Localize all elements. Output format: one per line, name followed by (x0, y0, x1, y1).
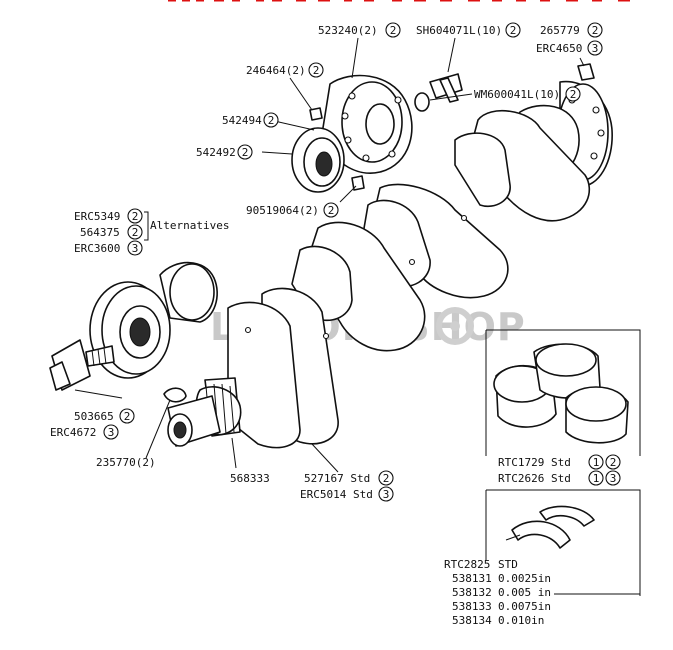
svg-text:3: 3 (383, 488, 390, 501)
svg-text:2: 2 (124, 410, 131, 423)
thrust-std-code: RTC2825 (444, 558, 490, 571)
plug-265779 (577, 63, 595, 81)
thrust-row-size: 0.010in (498, 614, 544, 627)
label-90519064: 90519064(2) (246, 204, 319, 217)
badge-sh604071l: 2 (505, 22, 521, 38)
svg-text:2: 2 (610, 456, 617, 469)
label-erc5349: ERC5349 (74, 210, 120, 223)
thrust-washers-box (485, 489, 641, 596)
gear-icon (436, 307, 474, 345)
thrust-row-size: 0.0025in (498, 572, 551, 585)
label-542492: 542492 (196, 146, 236, 159)
badge-erc5349: 2 (127, 208, 143, 224)
svg-text:3: 3 (610, 472, 617, 485)
label-erc5014: ERC5014 Std (300, 488, 373, 501)
badge-wm600041l: 2 (565, 86, 581, 102)
label-wm600041l: WM600041L(10) (474, 88, 560, 101)
svg-text:3: 3 (132, 242, 139, 255)
label-265779: 265779 (540, 24, 580, 37)
badge-503665: 2 (119, 408, 135, 424)
badge-564375: 2 (127, 224, 143, 240)
thrust-std-label: STD (498, 558, 518, 571)
svg-text:2: 2 (242, 146, 249, 159)
badge-erc5014: 3 (378, 486, 394, 502)
svg-text:2: 2 (390, 24, 397, 37)
badge-rtc2626-a: 1 (588, 470, 604, 486)
label-235770: 235770(2) (96, 456, 156, 469)
label-alternatives: Alternatives (150, 219, 229, 232)
label-527167: 527167 Std (304, 472, 370, 485)
badge-rtc2626-b: 3 (605, 470, 621, 486)
svg-text:3: 3 (108, 426, 115, 439)
badge-523240: 2 (385, 22, 401, 38)
thrust-row-size: 0.0075in (498, 600, 551, 613)
label-564375: 564375 (80, 226, 120, 239)
svg-text:2: 2 (383, 472, 390, 485)
badge-erc4672: 3 (103, 424, 119, 440)
svg-text:2: 2 (510, 24, 517, 37)
svg-text:2: 2 (132, 226, 139, 239)
circled-badges: 2 2 2 3 2 2 2 2 2 2 2 3 2 3 2 3 1 2 1 3 (103, 22, 621, 502)
label-246464: 246464(2) (246, 64, 306, 77)
badge-542494: 2 (263, 112, 279, 128)
label-erc3600: ERC3600 (74, 242, 120, 255)
thrust-row-code: 538132 (452, 586, 492, 599)
starter-dog-bolt (49, 339, 115, 391)
label-sh604071l: SH604071L(10) (416, 24, 502, 37)
label-erc4672: ERC4672 (50, 426, 96, 439)
washer-wm600041l (414, 92, 430, 112)
svg-text:3: 3 (592, 42, 599, 55)
badge-265779: 2 (587, 22, 603, 38)
woodruff-key (163, 387, 187, 403)
thrust-row-code: 538131 (452, 572, 492, 585)
badge-erc4650: 3 (587, 40, 603, 56)
badge-527167: 2 (378, 470, 394, 486)
svg-text:2: 2 (132, 210, 139, 223)
svg-text:2: 2 (328, 204, 335, 217)
badge-542492: 2 (237, 144, 253, 160)
badge-rtc1729-b: 2 (605, 454, 621, 470)
label-rtc2626: RTC2626 Std (498, 472, 571, 485)
label-rtc1729: RTC1729 Std (498, 456, 571, 469)
thrust-row-size: 0.005 in (498, 586, 551, 599)
bolt-sh604071l (429, 73, 463, 103)
badge-rtc1729-a: 1 (588, 454, 604, 470)
main-bearings-box (485, 329, 641, 456)
svg-text:2: 2 (570, 88, 577, 101)
callout-labels: 523240(2) SH604071L(10) 265779 ERC4650 W… (50, 24, 640, 627)
badge-90519064: 2 (323, 202, 339, 218)
svg-text:2: 2 (268, 114, 275, 127)
badge-erc3600: 3 (127, 240, 143, 256)
svg-text:2: 2 (592, 24, 599, 37)
crankshaft (167, 80, 613, 449)
thrust-row-code: 538133 (452, 600, 492, 613)
label-568333: 568333 (230, 472, 270, 485)
dowel-246464 (309, 107, 323, 121)
thrust-row-code: 538134 (452, 614, 492, 627)
label-503665: 503665 (74, 410, 114, 423)
svg-text:1: 1 (593, 472, 600, 485)
rear-oil-seal (291, 127, 345, 193)
svg-text:2: 2 (313, 64, 320, 77)
svg-text:1: 1 (593, 456, 600, 469)
badge-246464: 2 (308, 62, 324, 78)
label-erc4650: ERC4650 (536, 42, 582, 55)
label-542494: 542494 (222, 114, 262, 127)
label-523240: 523240(2) (318, 24, 378, 37)
